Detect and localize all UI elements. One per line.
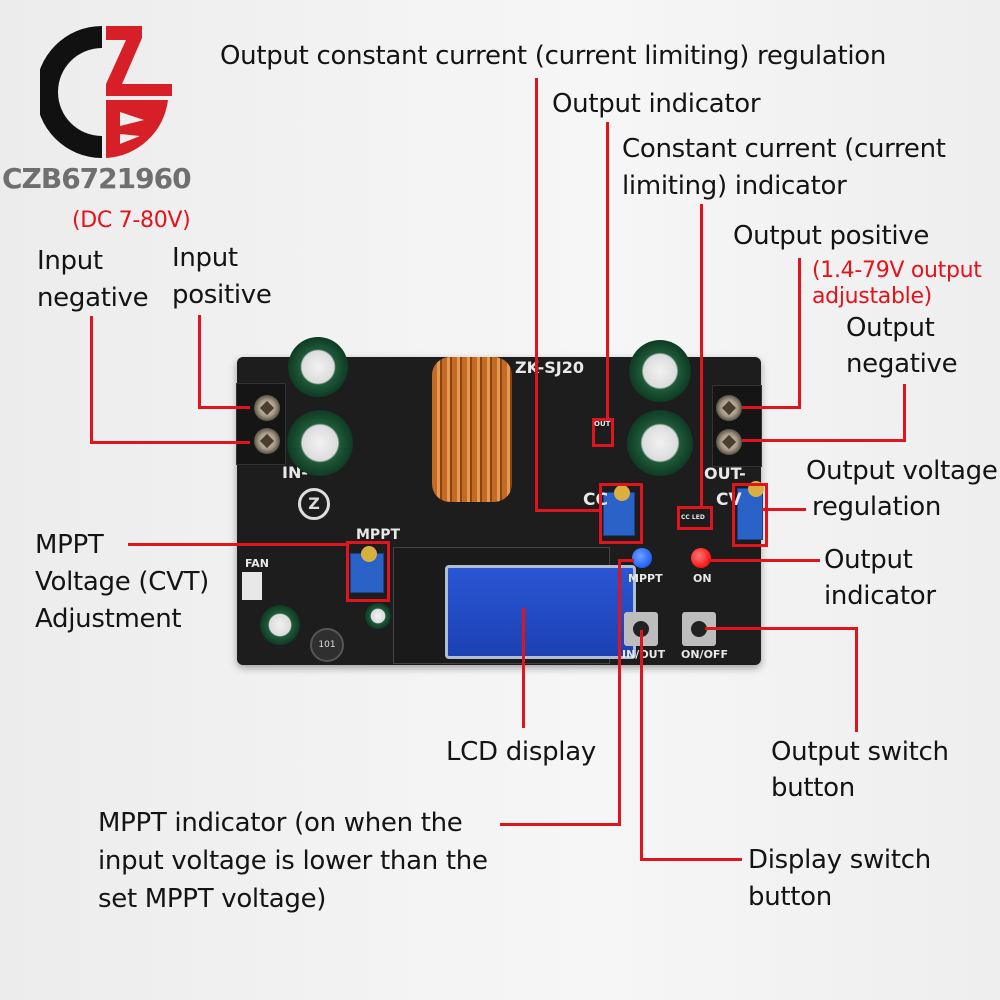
mppt-led	[632, 548, 652, 568]
cc-led-box	[677, 506, 713, 530]
leader-cc-indicator	[700, 204, 703, 507]
silk-cv: CV	[716, 490, 742, 510]
logo-c-shape	[40, 26, 102, 158]
input-positive-screw	[254, 395, 280, 421]
leader-cc-regulation	[535, 78, 538, 511]
out-led-box	[592, 418, 614, 447]
output-range-label-2: adjustable)	[812, 284, 932, 309]
brand-logo-text: CZB6721960	[2, 162, 192, 195]
input-range-label: (DC 7-80V)	[72, 208, 191, 233]
mppt-adjustment-label-1: MPPT	[35, 530, 104, 560]
output-switch-button-label-1: Output switch	[771, 737, 949, 767]
cc-pot-box	[599, 483, 643, 544]
mppt-adjustment-label-2: Voltage (CVT)	[35, 567, 209, 597]
toroid-inductor	[432, 357, 512, 502]
silk-btn-inout: IN/OUT	[622, 648, 666, 661]
leader-cc-regulation	[535, 509, 599, 512]
fan-connector	[242, 572, 262, 600]
logo-zb-shape	[106, 26, 172, 158]
leader-output-negative	[742, 439, 906, 442]
output-negative-label-2: negative	[846, 349, 958, 379]
leader-output-positive	[742, 406, 801, 409]
output-indicator-right-label-1: Output	[824, 545, 913, 575]
input-negative-label-1: Input	[37, 246, 103, 276]
power-inductor: 101	[310, 628, 344, 662]
output-negative-screw	[716, 429, 742, 455]
leader-output-negative	[903, 384, 906, 441]
leader-display-switch	[640, 630, 643, 860]
output-switch-button-label-2: button	[771, 773, 855, 803]
leader-input-negative	[90, 441, 250, 444]
on-led	[691, 548, 711, 568]
output-range-label-1: (1.4-79V output	[812, 258, 982, 283]
leader-output-positive	[798, 258, 801, 408]
output-voltage-regulation-label-1: Output voltage	[806, 456, 998, 486]
output-indicator-top-label: Output indicator	[552, 89, 761, 119]
output-voltage-regulation-label-2: regulation	[812, 492, 942, 522]
mppt-indicator-label-2: input voltage is lower than the	[98, 846, 488, 876]
lcd-display-screen	[445, 565, 636, 659]
cv-pot-box	[732, 483, 768, 547]
input-negative-label-2: negative	[37, 283, 149, 313]
cc-potentiometer[interactable]	[603, 485, 635, 536]
leader-mppt-indicator	[618, 560, 621, 825]
leader-output-indicator	[606, 122, 609, 419]
leader-output-voltage-regulation	[762, 508, 806, 511]
cc-indicator-label-1: Constant current (current	[622, 134, 946, 164]
leader-output-indicator-right	[708, 559, 820, 562]
leader-input-negative	[90, 316, 93, 444]
mppt-pot-box	[346, 541, 390, 602]
input-capacitor	[288, 337, 348, 397]
silk-out-led: OUT	[594, 420, 611, 428]
brand-logo	[40, 26, 172, 158]
board-z-logo: Z	[298, 488, 330, 520]
output-capacitor	[629, 340, 691, 402]
mppt-indicator-label-1: MPPT indicator (on when the	[98, 808, 463, 838]
silk-cc-led: CC LED	[681, 514, 705, 521]
silk-led-on: ON	[693, 572, 712, 585]
mppt-indicator-label-3: set MPPT voltage)	[98, 884, 327, 914]
display-switch-button-label-2: button	[748, 882, 832, 912]
input-positive-label-1: Input	[172, 243, 238, 273]
output-negative-label-1: Output	[846, 313, 935, 343]
input-negative-screw	[254, 428, 280, 454]
mppt-adjustment-label-3: Adjustment	[35, 604, 182, 634]
leader-mppt-adjustment	[128, 543, 348, 546]
cc-regulation-label: Output constant current (current limitin…	[220, 41, 887, 71]
output-indicator-right-label-2: indicator	[824, 581, 936, 611]
leader-lcd	[522, 608, 525, 728]
leader-display-switch	[640, 858, 742, 861]
output-positive-screw	[716, 395, 742, 421]
cc-indicator-label-2: limiting) indicator	[622, 171, 847, 201]
silk-btn-onoff: ON/OFF	[681, 648, 728, 661]
leader-output-switch	[705, 627, 857, 630]
silk-fan: FAN	[245, 557, 269, 570]
small-capacitor	[365, 603, 391, 629]
leader-input-positive	[198, 315, 201, 408]
leader-output-switch	[855, 627, 858, 732]
mppt-potentiometer[interactable]	[350, 546, 384, 593]
output-capacitor	[627, 410, 693, 476]
output-positive-label: Output positive	[733, 221, 930, 251]
silk-out-minus: OUT-	[704, 464, 746, 483]
input-capacitor	[287, 410, 353, 476]
board-model-label: ZK-SJ20	[515, 358, 584, 377]
input-positive-label-2: positive	[172, 280, 272, 310]
silk-mppt: MPPT	[356, 527, 401, 543]
small-capacitor	[260, 605, 300, 645]
leader-input-positive	[198, 406, 250, 409]
lcd-display-label: LCD display	[446, 737, 596, 767]
leader-mppt-indicator	[618, 559, 634, 562]
display-switch-button-label-1: Display switch	[748, 845, 931, 875]
silk-led-mppt: MPPT	[628, 572, 663, 585]
leader-mppt-indicator	[500, 823, 621, 826]
